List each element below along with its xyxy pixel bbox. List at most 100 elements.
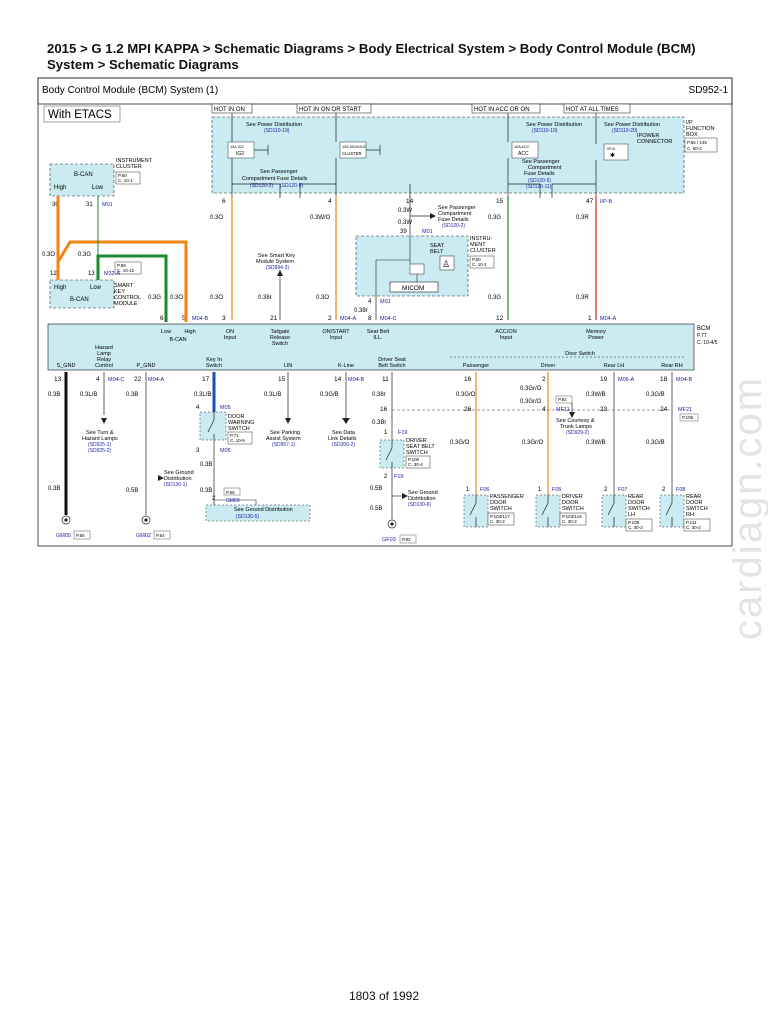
diagram-code: SD952-1 — [689, 85, 729, 96]
gd2-pin-2: 2 — [212, 496, 216, 502]
dw-ref-2: C. 10-5 — [230, 438, 245, 443]
bw-3: 0.3B — [126, 392, 138, 398]
seat-label: SEAT — [430, 243, 445, 249]
pin-4: 4 — [328, 198, 332, 205]
bcm-rear-lh: Rear LH — [604, 363, 625, 369]
bcm-bottom-pins: 13 4 M04-C 22 M04-A 17 15 14 M04-B 11 16… — [54, 376, 693, 383]
ground-ref-box — [153, 530, 171, 540]
smart-key-arrow — [277, 270, 283, 276]
dsb-ref-2: C. 30-4 — [408, 462, 423, 467]
dw-pin-3: 3 — [196, 448, 200, 454]
data-link-arrow — [342, 418, 350, 424]
dw-ref-1: P.71 — [230, 433, 239, 438]
door-switch-label: SWITCH — [562, 506, 584, 512]
bp-15: 15 — [278, 376, 286, 383]
bw-12: 0.3G/B — [646, 392, 665, 398]
wire-mid-5: 0.3G — [488, 295, 501, 301]
gd2-ref: P.66 — [226, 490, 235, 495]
bp-18: 18 — [660, 376, 668, 383]
sk-ref-1: P.59 — [117, 263, 126, 268]
fuse-inner-wiring — [231, 113, 597, 198]
dsb-label-1: DRIVER — [406, 438, 427, 444]
bcm-memory: Memory — [586, 329, 606, 335]
door-switch-contact — [607, 495, 615, 527]
pcomp-right-2: Compartment — [528, 165, 562, 171]
ground-ref: P.64 — [156, 533, 165, 538]
ground-symbol — [141, 515, 151, 525]
see-ground-2-ref: (SD130-5) — [236, 514, 259, 520]
pcomp-left-2: Compartment Fuse Details — [242, 176, 308, 182]
sk-label-3: CONTROL — [114, 295, 141, 301]
door-switch-label: DOOR — [490, 500, 507, 506]
bcm-ref-1: P.77 — [697, 333, 707, 339]
see-hazard-1: See Turn & — [86, 430, 114, 436]
dw-label-3: SWITCH — [228, 426, 250, 432]
see-hazard-ref-2: (SD925-2) — [88, 448, 111, 454]
see-pcomp-center-3: Fuse Details — [438, 217, 469, 223]
bcm-passenger: Passenger — [463, 363, 489, 369]
wire-mid-4: 0.38r — [354, 308, 368, 314]
sk-low-label: Low — [90, 285, 102, 291]
mf21-ref: P.105 — [682, 415, 694, 420]
see-pcomp-center-ref: (SD120-2) — [442, 223, 465, 229]
door-switch-label: DOOR — [628, 500, 645, 506]
see-ground-1b: Distribution — [164, 476, 192, 482]
fuse-box-label-3: BOX — [686, 132, 698, 138]
ground-symbol — [387, 519, 397, 529]
seat-belt-pin-39: 39 — [400, 229, 407, 235]
ic-label-1: INSTRUMENT — [116, 158, 153, 164]
bcm-bottom-labels: S_GND Hazard Lamp Relay Control P_GND Ke… — [57, 345, 683, 369]
ipower-box-text: I/P-B — [607, 147, 615, 151]
bw-2: 0.3L/B — [80, 392, 97, 398]
ground-ref: P.92 — [402, 537, 411, 542]
sk-conn: M32-A — [104, 271, 121, 277]
see-power-1-ref: (SD110-19) — [264, 128, 290, 134]
seat-belt-indicator — [409, 263, 425, 275]
bcm-seat-belt: Seat Belt — [367, 329, 390, 335]
mp-23: 23 — [600, 406, 608, 413]
door-mid-pins: 16 26 4 MF11 23 24 MF21 — [380, 406, 692, 413]
ground-ref-box — [399, 534, 417, 544]
door-warning-contacts — [207, 412, 215, 440]
conn-m04c-top: M04-C — [380, 316, 397, 322]
bp-19: 19 — [600, 376, 608, 383]
can-wire-3: 0.3G — [148, 295, 161, 301]
courtesy-arrow — [569, 412, 575, 418]
dsb-ref-1: P.100 — [408, 457, 420, 462]
fuse-box-label-2: FUNCTION — [686, 126, 714, 132]
see-data-link-2: Link Details — [328, 436, 357, 442]
bcm-hazard-4: Control — [95, 363, 113, 369]
dw-label-2: WARNING — [228, 420, 254, 426]
bcm-acc-on: ACC/ON — [495, 329, 516, 335]
door-switch-label: PASSENGER — [490, 494, 524, 500]
bp-11: 11 — [382, 376, 389, 383]
ground-ref-box — [73, 530, 91, 540]
bcm-high: High — [184, 329, 195, 335]
dsb-pin-2: 2 — [384, 474, 388, 480]
door-switch-pin: 1 — [466, 487, 470, 493]
door-switch-ref-box — [559, 512, 587, 526]
fuse-ig2-rating: 10A IG2 — [230, 145, 244, 149]
bcm-door-switch: Door Switch — [565, 351, 595, 357]
wire-top-3: 0.3W — [398, 208, 412, 214]
bw-11: 0.3W/B — [586, 392, 606, 398]
bcm-pin-6b: 6 — [160, 315, 164, 322]
door-switch-label: DOOR — [562, 500, 579, 506]
door-switch-ref: P.103/116 — [562, 514, 582, 519]
bw-14: 0.3G/O — [450, 440, 470, 446]
power-tag-hot-at-all-times: HOT AT ALL TIMES — [566, 107, 619, 113]
see-hazard-ref-1: (SD925-1) — [88, 442, 111, 448]
seat-belt-inner-wiring — [375, 236, 418, 296]
power-tag-hot-in-acc-or-on: HOT IN ACC OR ON — [474, 107, 530, 113]
bcm-memory-power: Power — [588, 335, 604, 341]
see-smart-key-1: See Smart Key — [258, 253, 295, 259]
diagram-frame — [37, 77, 733, 547]
bw-17: 0.3G/B — [646, 440, 665, 446]
dsb-label-3: SWITCH — [406, 450, 428, 456]
door-switch-label: REAR — [686, 494, 701, 500]
